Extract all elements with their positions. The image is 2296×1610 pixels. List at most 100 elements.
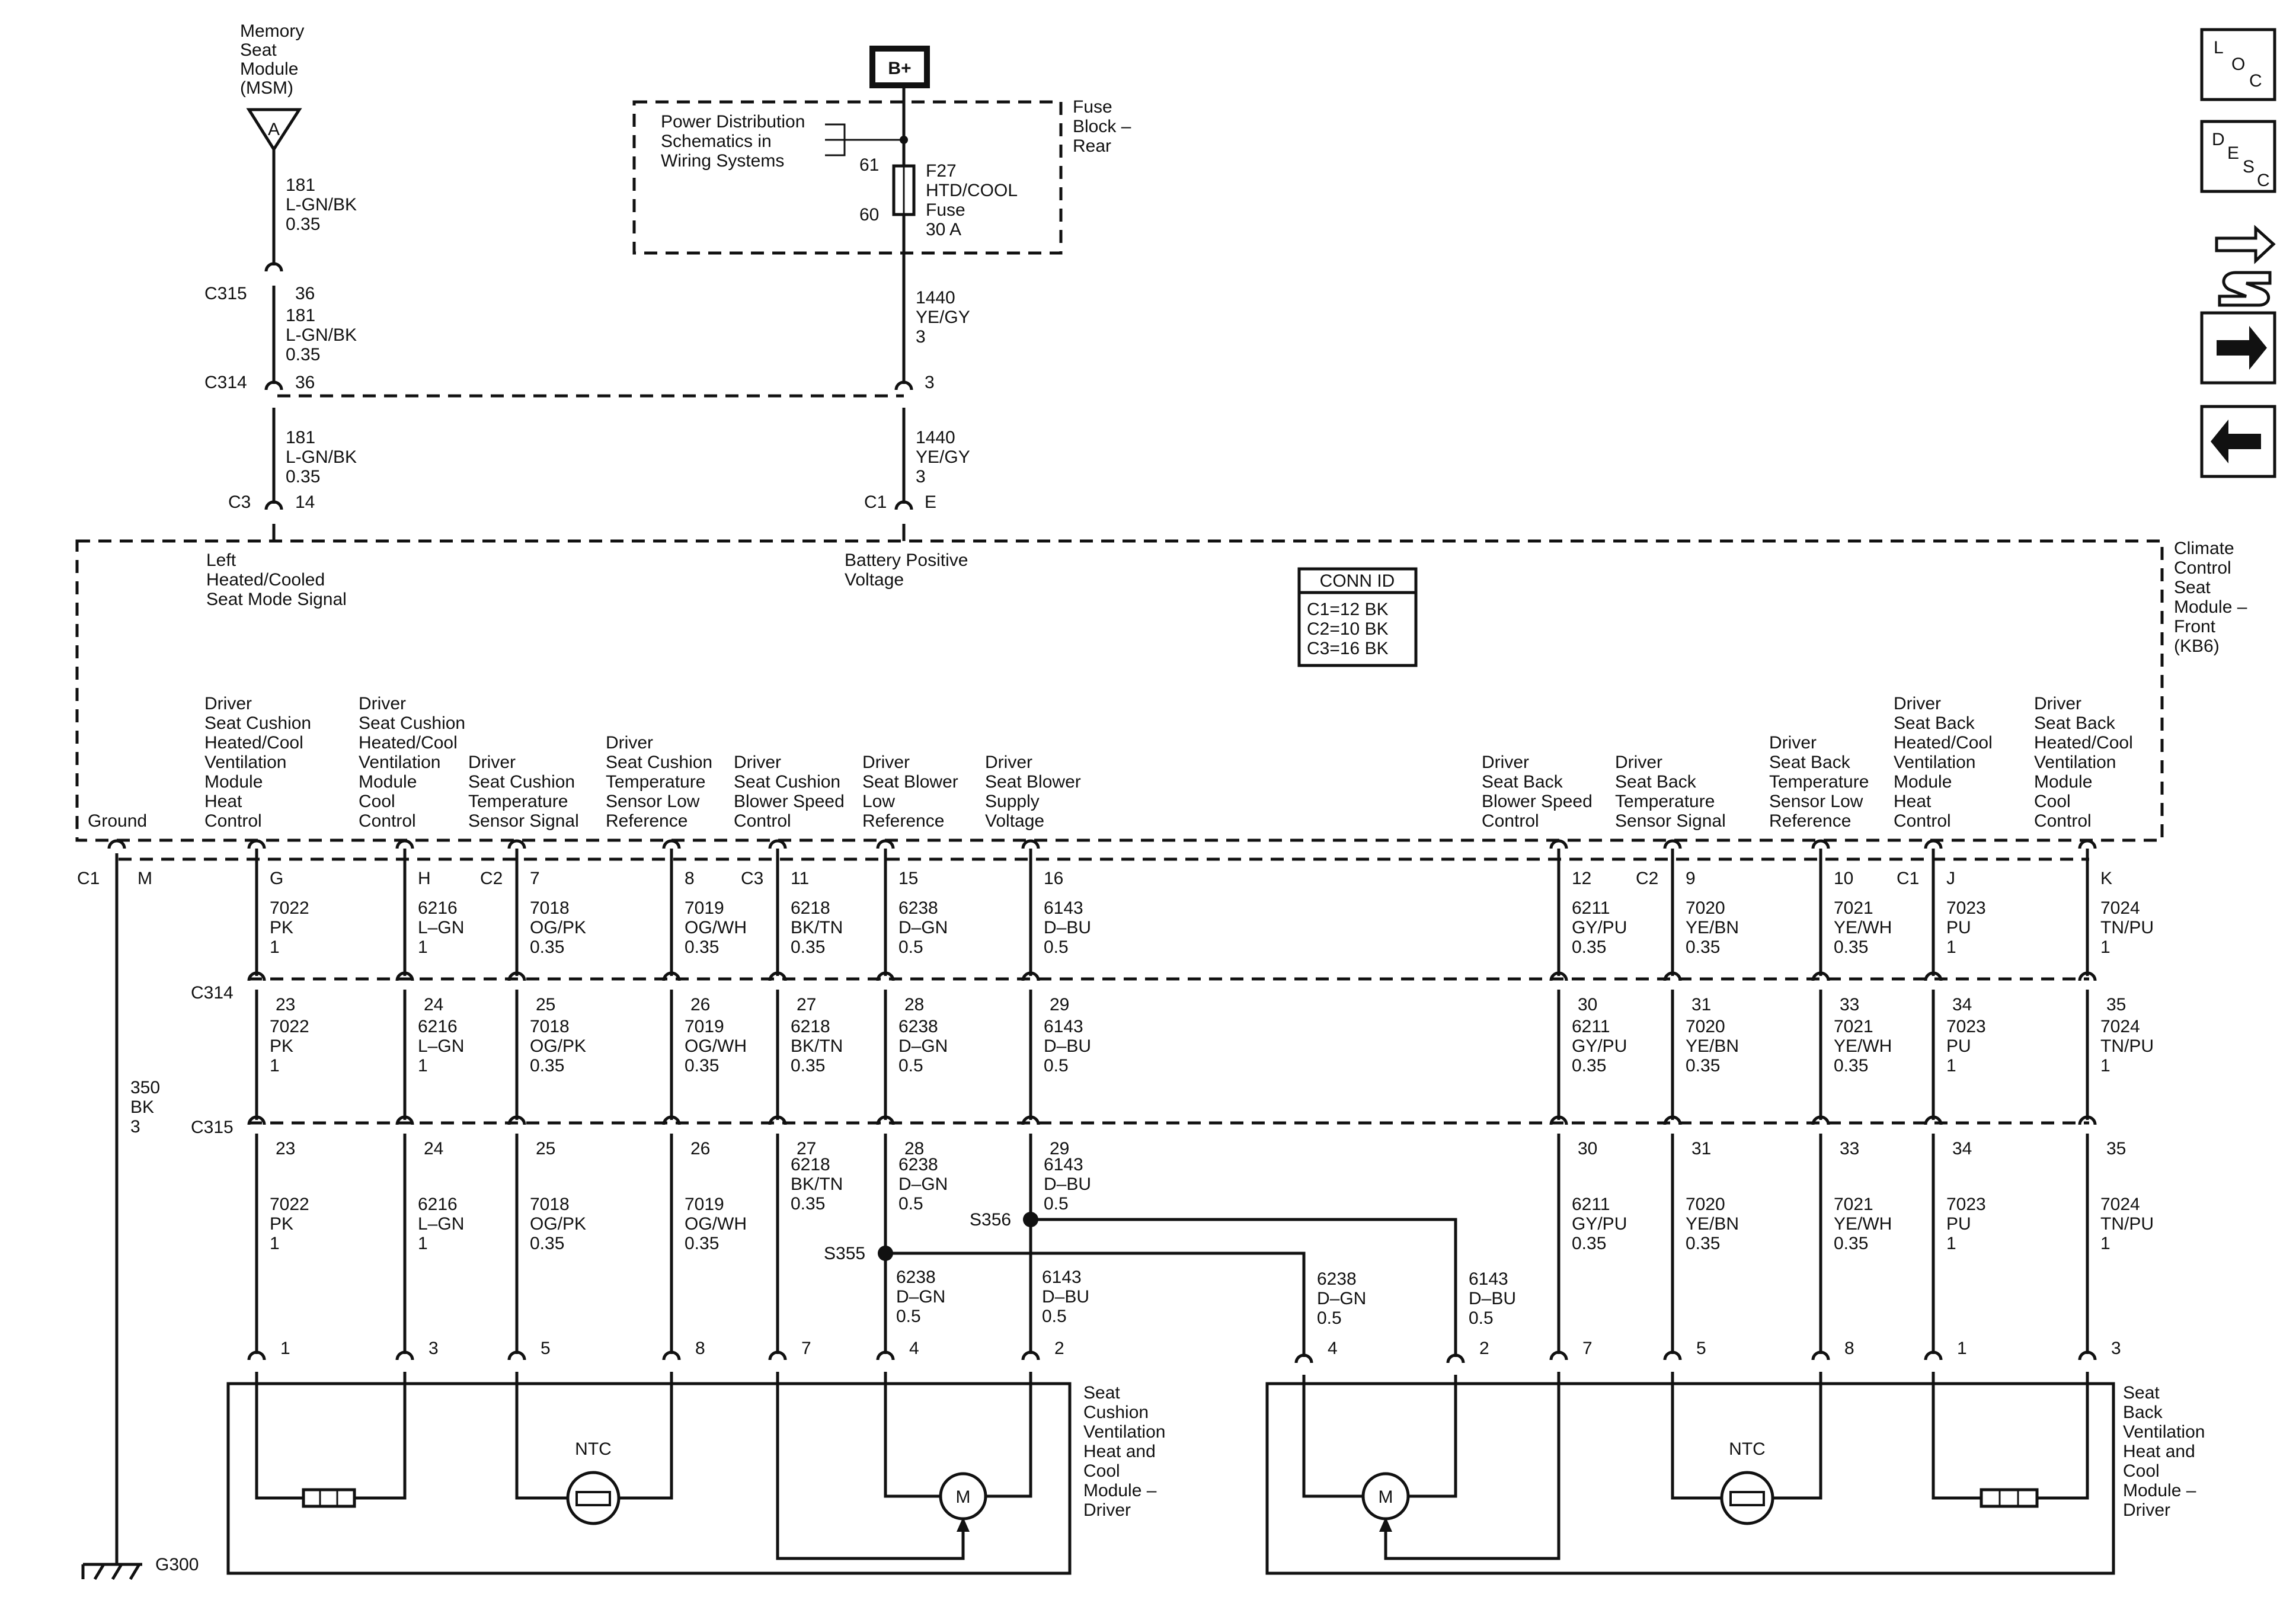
back-ntc-right: [1772, 1384, 1822, 1500]
ground-name-label: G300: [155, 1555, 199, 1574]
c315-pin-label: 26: [690, 1139, 710, 1158]
wire-label: 7021: [1834, 1017, 1873, 1036]
wire-label: 1: [270, 937, 280, 957]
conn-id-box: [1297, 567, 1418, 667]
connector-label: C2: [480, 869, 503, 888]
module-pin-label: J: [1946, 869, 1955, 888]
module-pin-label: K: [2100, 869, 2112, 888]
c315-pin-label: 24: [424, 1139, 443, 1158]
c315-pin-connector: [1924, 1115, 1943, 1125]
component-pin-label: 7: [1582, 1339, 1593, 1358]
back-heater-left: [1932, 1384, 1981, 1500]
desc-icon[interactable]: [2200, 120, 2276, 193]
back-motor-connector: [1446, 1353, 1465, 1363]
left-seat-mode-signal-label: Heated/Cooled: [206, 570, 325, 590]
desc-icon-letter: S: [2243, 157, 2255, 177]
wire-label: 7018: [530, 1195, 570, 1214]
module-pin-connector: [1549, 1350, 1568, 1361]
wire-label: PK: [270, 1036, 293, 1056]
wire-label: 0.5: [898, 1056, 923, 1076]
circuit-function-label: Reference: [862, 811, 944, 831]
module-pin-connector: [507, 1350, 526, 1361]
c314-pin-connector: [1924, 971, 1943, 981]
wire-label: TN/PU: [2100, 918, 2154, 937]
c314-row-label: C314: [191, 983, 234, 1003]
wire-label: TN/PU: [2100, 1036, 2154, 1056]
next-page-arrow-icon[interactable]: [2200, 311, 2276, 385]
wire-label: 1: [2100, 1056, 2110, 1076]
circuit-function-label: Control: [1894, 811, 1951, 831]
circuit-function-label: Driver: [1894, 694, 1941, 713]
component-locator-icon[interactable]: [2215, 225, 2276, 307]
circuit-function-label: Ventilation: [359, 753, 440, 772]
connector-label: C3: [741, 869, 763, 888]
c315-pin-connector: [1663, 1115, 1682, 1125]
splice-wire-label: D–GN: [896, 1287, 945, 1307]
c314-pin-label: 26: [690, 995, 710, 1014]
wire-label: 0.35: [1834, 937, 1868, 957]
c3-pin-label: 14: [295, 492, 315, 512]
wire-label: 7018: [530, 898, 570, 918]
circuit-function-label: Supply: [985, 792, 1040, 811]
ground-connector: [107, 839, 126, 849]
cushion-ntc-left: [515, 1384, 568, 1500]
circuit-function-label: Module: [204, 772, 263, 792]
wire-label: 0.5: [898, 937, 923, 957]
connector-label: C1: [1897, 869, 1919, 888]
cushion-module-name: Ventilation: [1083, 1422, 1165, 1442]
back-module-name: Cool: [2123, 1461, 2160, 1481]
circuit-function-label: Heated/Cool: [1894, 733, 1993, 753]
wire-label: 1: [1946, 937, 1956, 957]
c314-pin-connector: [507, 971, 526, 981]
wire-label: OG/WH: [685, 918, 747, 937]
c315-pin-connector: [1811, 1115, 1830, 1125]
msm-label: Module: [240, 59, 298, 79]
wire-label: 7022: [270, 1017, 309, 1036]
loc-icon-letter: O: [2231, 55, 2245, 74]
c314-pin-connector: [1811, 971, 1830, 981]
c3-connector: [264, 500, 283, 510]
left-seat-mode-signal-label: Left: [206, 550, 236, 570]
back-module-name: Seat: [2123, 1383, 2160, 1403]
previous-page-arrow-icon[interactable]: [2200, 405, 2276, 478]
splice-s355-label: S355: [824, 1244, 865, 1263]
circuit-function-label: Cool: [359, 792, 395, 811]
c314-pin-label: 27: [797, 995, 816, 1014]
msm-pin-label: A: [268, 120, 280, 139]
component-pin-label: 5: [541, 1339, 551, 1358]
schematic-frame: [75, 28, 2276, 1580]
component-pin-label: 7: [801, 1339, 811, 1358]
wire-label: 6216: [418, 1195, 458, 1214]
fuse-block-label: Block –: [1073, 117, 1131, 136]
wire-181-label: 181: [286, 428, 315, 447]
wire-label: 0.5: [1044, 1056, 1069, 1076]
wire-label: 6238: [898, 898, 938, 918]
c1-pin-label: E: [925, 492, 936, 512]
module-pin-label: 8: [685, 869, 695, 888]
wire-1440-label: YE/GY: [916, 308, 970, 327]
c315-pin-connector: [768, 1115, 787, 1125]
climate-module-outline: [75, 539, 2164, 842]
wire-label: 0.5: [1044, 1194, 1069, 1214]
circuit-function-label: Sensor Low: [1769, 792, 1863, 811]
wire-label: PU: [1946, 1214, 1971, 1234]
wire-label: 0.5: [1044, 937, 1069, 957]
wire-181-label: 0.35: [286, 215, 320, 234]
wire-label: 7023: [1946, 1195, 1986, 1214]
module-pin-connector: [395, 1350, 414, 1361]
ground-wire-label: 3: [130, 1117, 140, 1137]
module-pin-connector: [876, 1350, 895, 1361]
s355-branch-wire: [885, 1251, 1306, 1357]
c1-label: C1: [864, 492, 887, 512]
c315-pin-label: 36: [295, 284, 315, 303]
c315-pin-connector: [1549, 1115, 1568, 1125]
wire-label: D–BU: [1044, 1036, 1091, 1056]
wire-label: 0.35: [1686, 1056, 1720, 1076]
conn-id-entry: C1=12 BK: [1307, 600, 1389, 619]
module-pin-connector: [1021, 839, 1040, 849]
fuse-block-outline: [632, 100, 1063, 255]
loc-icon[interactable]: [2200, 28, 2276, 101]
wire-label: 0.35: [1834, 1056, 1868, 1076]
wire-label: 7020: [1686, 898, 1725, 918]
circuit-function-label: Heat: [204, 792, 242, 811]
